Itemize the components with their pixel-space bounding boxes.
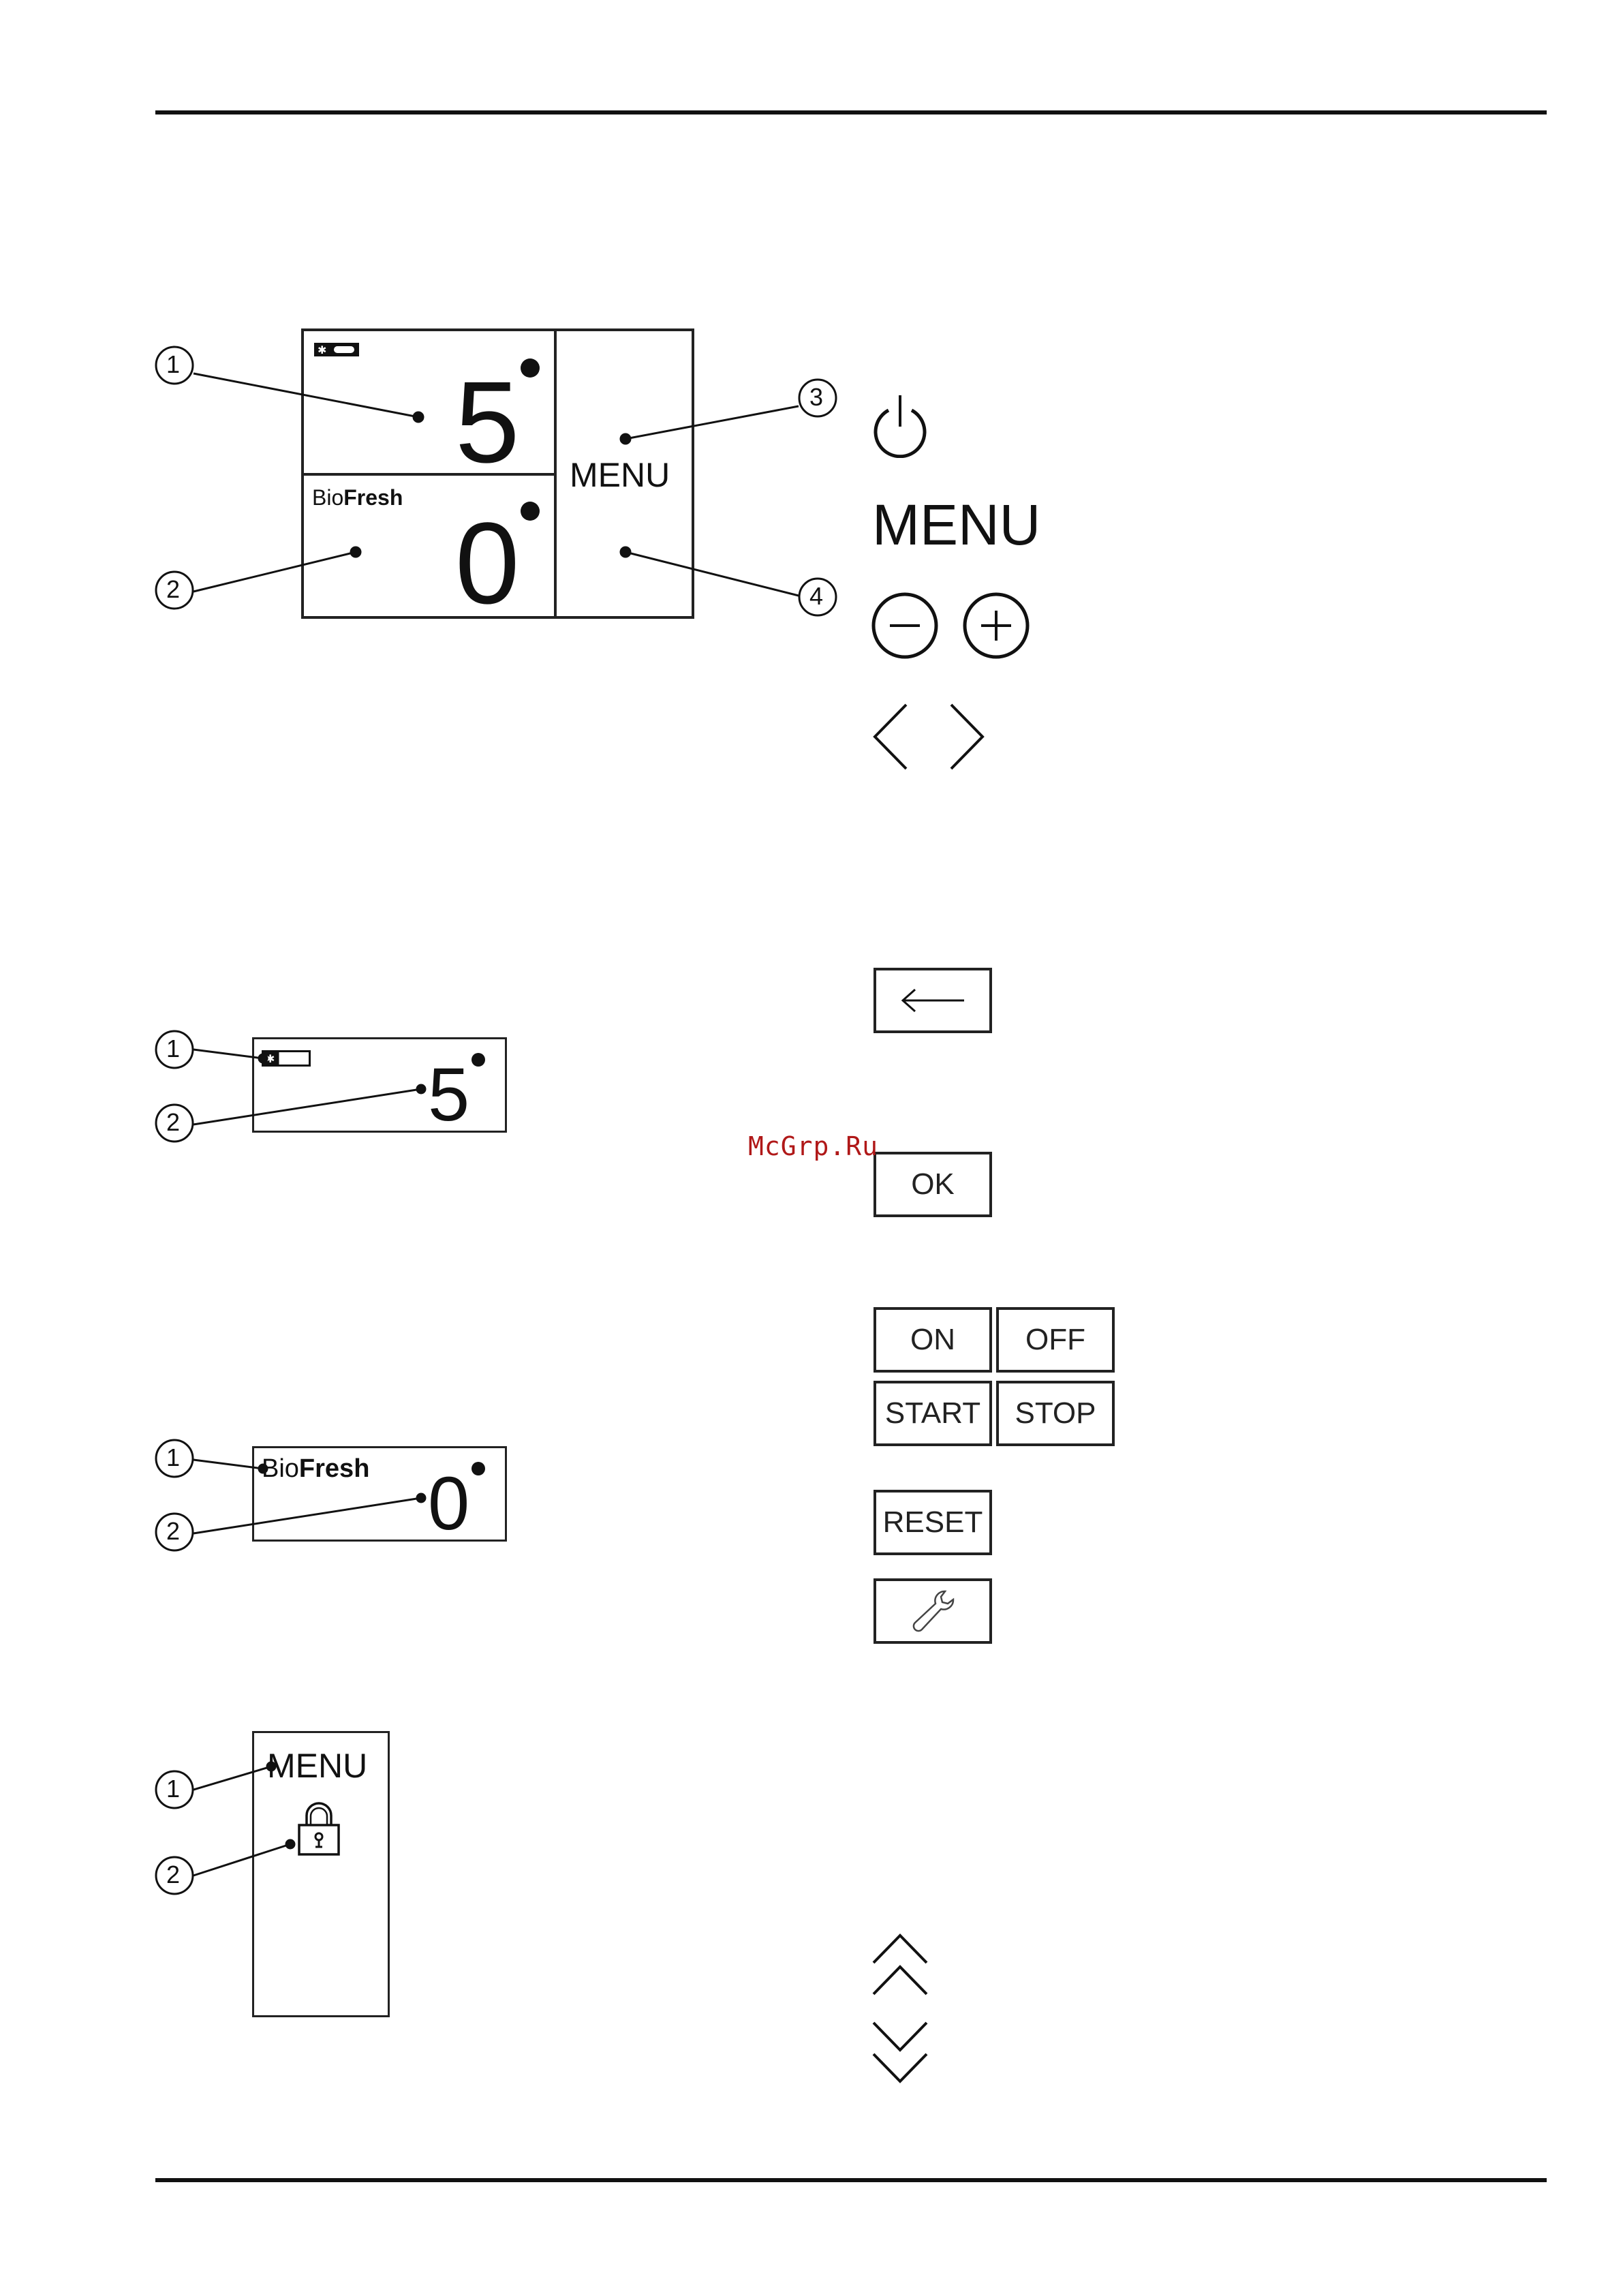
arrow-left-icon: [899, 987, 967, 1014]
minus-icon: [871, 592, 939, 660]
ok-button-symbol: OK: [874, 1152, 992, 1217]
callout-2: 2: [166, 1108, 180, 1137]
service-button-symbol: [874, 1578, 992, 1644]
lock-icon: [297, 1799, 341, 1856]
off-button-symbol: OFF: [996, 1307, 1115, 1373]
svg-text:✱: ✱: [318, 343, 326, 356]
svg-text:✱: ✱: [266, 1052, 275, 1065]
callout-1: 1: [166, 1443, 180, 1472]
menu-symbol-text: MENU: [872, 492, 1040, 558]
callout-1: 1: [166, 1775, 180, 1803]
callout-3: 3: [809, 383, 823, 412]
chevron-right-icon: [946, 702, 987, 771]
fridge-temp: 5: [455, 365, 520, 480]
double-chevron-down-icon: [869, 2017, 931, 2088]
reset-button-symbol: RESET: [874, 1490, 992, 1555]
back-button-symbol: [874, 968, 992, 1033]
callout-2: 2: [166, 575, 180, 604]
menu-lock-display-label: MENU: [267, 1746, 367, 1786]
start-button-symbol: START: [874, 1381, 992, 1446]
callout-2: 2: [166, 1517, 180, 1546]
power-icon: [869, 390, 931, 458]
chevron-left-icon: [871, 702, 912, 771]
fridge-display-icon: ✱: [262, 1050, 311, 1067]
biofresh-degree-dot: [521, 502, 540, 521]
plus-icon: [962, 592, 1030, 660]
fridge-degree-dot: [521, 358, 540, 378]
biofresh-display-degree-dot: [472, 1462, 485, 1475]
bottom-rule: [155, 2178, 1547, 2182]
panel-menu-label: MENU: [570, 455, 670, 495]
biofresh-display-label: BioFresh: [262, 1454, 369, 1484]
callout-2: 2: [166, 1861, 180, 1889]
watermark: McGrp.Ru: [748, 1131, 878, 1161]
wrench-icon: [906, 1587, 960, 1635]
callout-1: 1: [166, 1035, 180, 1063]
fridge-display-degree-dot: [472, 1053, 485, 1067]
biofresh-display-temp: 0: [428, 1467, 469, 1542]
fridge-zone-icon: ✱: [313, 342, 360, 357]
on-button-symbol: ON: [874, 1307, 992, 1373]
callout-1: 1: [166, 350, 180, 379]
biofresh-label: BioFresh: [312, 485, 403, 510]
double-chevron-up-icon: [869, 1929, 931, 2000]
callout-4: 4: [809, 582, 823, 611]
stop-button-symbol: STOP: [996, 1381, 1115, 1446]
biofresh-temp: 0: [455, 506, 520, 622]
top-rule: [155, 110, 1547, 114]
fridge-display-temp: 5: [428, 1058, 469, 1133]
